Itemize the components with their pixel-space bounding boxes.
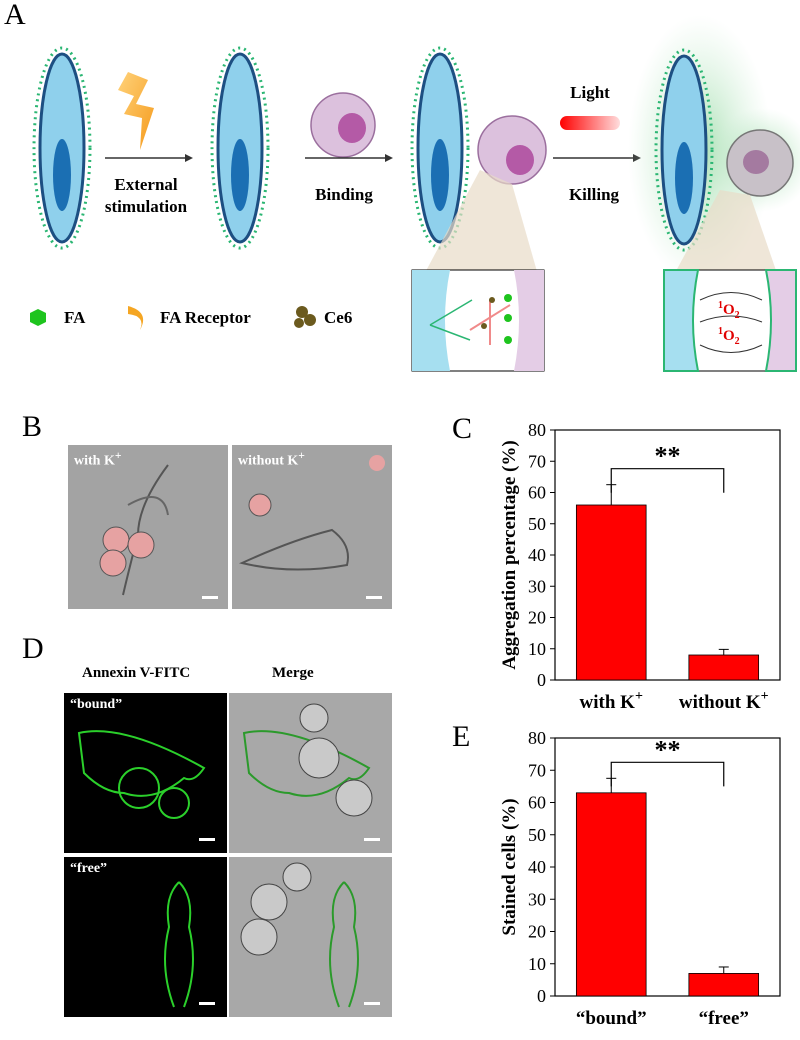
lightning-icon [118, 72, 154, 150]
label-stimulation: stimulation [105, 197, 188, 216]
chart-c-ytick-label: 30 [528, 576, 546, 596]
chart-e-significance-bracket [610, 761, 725, 787]
chart-c-bar-1 [688, 654, 760, 681]
legend-ce6-label: Ce6 [324, 308, 352, 327]
panel-c-letter: C [452, 412, 473, 445]
column-header-annexin: Annexin V-FITC [82, 665, 191, 681]
light-beam-icon [560, 116, 620, 130]
ce6-blob-icon [294, 306, 316, 328]
scale-bar [199, 838, 215, 841]
label-external: External [114, 175, 178, 194]
micrograph-bound-annexin: “bound” [64, 693, 227, 853]
row-label-free: “free” [70, 861, 108, 876]
scale-bar [199, 1002, 215, 1005]
micrograph-without-k: without K+ [232, 445, 392, 609]
scale-bar [364, 838, 380, 841]
panel-b-letter: B [22, 410, 43, 443]
chart-e-significance-label: ** [655, 735, 681, 764]
fa-hexagon-icon [30, 309, 46, 326]
target-cell [310, 92, 376, 158]
arrow-stimulation [105, 154, 193, 162]
singlet-oxygen-label-2: 1O2 [718, 326, 740, 347]
cell-4-killing [628, 15, 800, 285]
arrow-killing [553, 154, 641, 162]
label-binding: Binding [315, 185, 373, 204]
micrograph-free-merge [229, 857, 392, 1017]
micrograph-with-k-label: with K+ [74, 449, 122, 469]
micrograph-with-k: with K+ [68, 445, 228, 609]
label-light: Light [570, 83, 610, 102]
arrow-binding [305, 154, 393, 162]
chart-e-ytick-label: 0 [537, 986, 546, 1006]
chart-c-ytick-label: 10 [528, 639, 546, 659]
chart-c-ytick-label: 80 [528, 420, 546, 440]
chart-e-xtick-label-1: “free” [699, 1008, 749, 1029]
cell-1 [32, 46, 92, 250]
chart-c-significance-label: ** [655, 442, 681, 471]
panel-a-schematic: External stimulation Binding Light Killi… [30, 15, 800, 372]
legend-fa-label: FA [64, 308, 86, 327]
panel-e-letter: E [452, 720, 471, 753]
micrograph-without-k-label: without K+ [238, 449, 305, 469]
scale-bar [202, 596, 218, 599]
scale-bar [364, 1002, 380, 1005]
panel-d-letter: D [22, 632, 44, 665]
chart-c-ytick-label: 40 [528, 545, 546, 565]
chart-e-bar-1 [688, 973, 760, 997]
cell-2 [210, 46, 270, 250]
chart-c-ytick-label: 50 [528, 514, 546, 534]
chart-c-xtick-label-1: without K+ [679, 689, 769, 713]
cell-3-bound [410, 46, 547, 282]
chart-e-ytick-label: 10 [528, 954, 546, 974]
chart-c-bar-0 [575, 504, 647, 681]
micrograph-free-annexin: “free” [64, 857, 227, 1017]
chart-e-ytick-label: 30 [528, 889, 546, 909]
chart-e-ytick-label: 60 [528, 793, 546, 813]
scale-bar [366, 596, 382, 599]
chart-c-ytick-label: 0 [537, 670, 546, 690]
panel-a-letter: A [4, 0, 26, 31]
chart-e-xtick-label-0: “bound” [576, 1008, 647, 1029]
chart-e-ylabel: Stained cells (%) [499, 798, 520, 935]
chart-e-ytick-label: 80 [528, 728, 546, 748]
inset-singlet-oxygen [663, 269, 797, 372]
inset-binding [411, 269, 545, 372]
chart-e-bar-0 [575, 792, 647, 997]
chart-c-xtick-label-0: with K+ [580, 689, 643, 713]
chart-e-ytick-label: 50 [528, 825, 546, 845]
chart-e-ytick-label: 20 [528, 922, 546, 942]
fa-receptor-crescent-icon [128, 306, 144, 330]
label-killing: Killing [569, 185, 620, 204]
chart-e-ytick-label: 70 [528, 760, 546, 780]
chart-c-ytick-label: 70 [528, 451, 546, 471]
singlet-oxygen-label-1: 1O2 [718, 300, 740, 321]
column-header-merge: Merge [272, 665, 314, 681]
chart-e-ytick-label: 40 [528, 857, 546, 877]
chart-c-ytick-label: 60 [528, 483, 546, 503]
micrograph-bound-merge [229, 693, 392, 853]
row-label-bound: “bound” [70, 697, 123, 712]
chart-c-significance-bracket [610, 468, 725, 493]
chart-c-ylabel: Aggregation percentage (%) [499, 440, 520, 669]
chart-c-ytick-label: 20 [528, 608, 546, 628]
legend-receptor-label: FA Receptor [160, 308, 251, 327]
